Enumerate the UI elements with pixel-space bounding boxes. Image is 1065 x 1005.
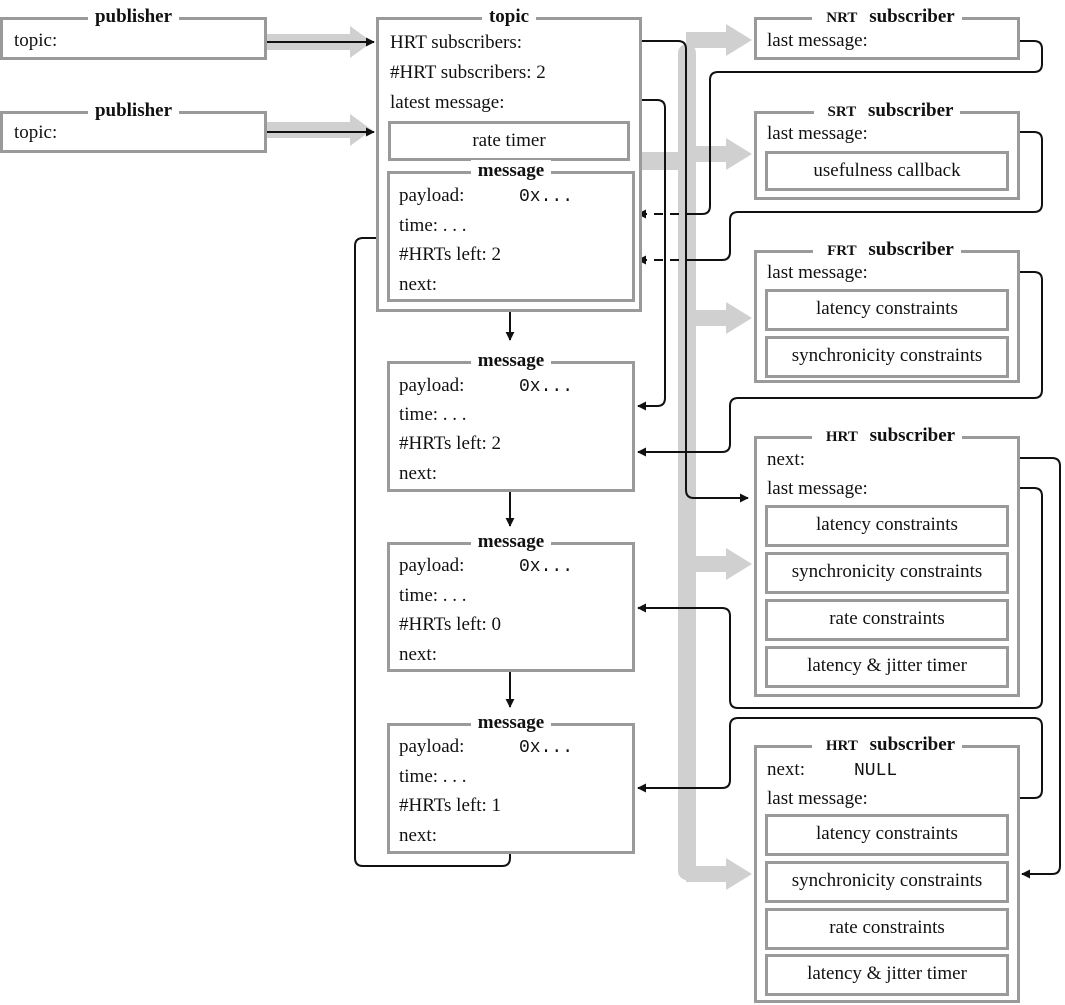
payload-label: payload: xyxy=(399,736,465,757)
payload-label: payload: xyxy=(399,185,465,206)
publisher-box: publisher topic: xyxy=(0,100,267,153)
subscriber-title: subscriber xyxy=(867,100,954,121)
message-box: message payload: 0x... time: . . . #HRTs… xyxy=(387,160,635,302)
payload-label: payload: xyxy=(399,375,465,396)
time-label: time: . . . xyxy=(399,215,467,236)
hrts-left-label: #HRTs left: 2 xyxy=(399,244,502,265)
message-title: message xyxy=(470,350,552,371)
latency-jitter-timer: latency & jitter timer xyxy=(765,646,1009,688)
last-message-label: last message: xyxy=(767,262,868,283)
hrt-subscriber-box: HRT subscriber next: NULL last message: … xyxy=(754,734,1020,1003)
next-label: next: xyxy=(399,274,437,295)
nrt-last-message-pointer xyxy=(695,40,1043,215)
synchronicity-constraints: synchronicity constraints xyxy=(765,861,1009,903)
subscriber-kind: HRT xyxy=(818,429,865,445)
srt-last-message-pointer xyxy=(695,131,1043,261)
frt-last-message-pointer xyxy=(637,271,1043,457)
usefulness-callback: usefulness callback xyxy=(765,151,1009,191)
subscriber-title: subscriber xyxy=(869,425,956,446)
latency-constraints: latency constraints xyxy=(765,289,1009,331)
rate-constraints: rate constraints xyxy=(765,908,1009,950)
hrt2-last-message-pointer xyxy=(637,717,1043,799)
next-value: NULL xyxy=(854,761,898,781)
publisher-title: publisher xyxy=(87,6,180,27)
frt-subscriber-box: FRT subscriber last message: latency con… xyxy=(754,239,1020,383)
next-label: next: xyxy=(767,759,805,780)
latency-constraints: latency constraints xyxy=(765,814,1009,856)
latency-constraints: latency constraints xyxy=(765,505,1009,547)
next-label: next: xyxy=(399,825,437,846)
nrt-subscriber-box: NRT subscriber last message: xyxy=(754,6,1020,60)
topic-field-label: topic: xyxy=(14,122,58,143)
srt-subscriber-box: SRT subscriber last message: usefulness … xyxy=(754,100,1020,200)
last-message-label: last message: xyxy=(767,30,868,51)
rate-timer: rate timer xyxy=(388,121,630,161)
time-label: time: . . . xyxy=(399,766,467,787)
payload-value: 0x... xyxy=(519,377,574,397)
publisher-title: publisher xyxy=(87,100,180,121)
subscriber-kind: FRT xyxy=(820,243,864,259)
last-message-label: last message: xyxy=(767,788,868,809)
hrts-left-label: #HRTs left: 2 xyxy=(399,433,502,454)
hrts-left-label: #HRTs left: 0 xyxy=(399,614,502,635)
hrt1-last-message-pointer xyxy=(637,487,1043,709)
next-label: next: xyxy=(767,449,805,470)
payload-value: 0x... xyxy=(519,738,574,758)
hrt-subscriber-box: HRT subscriber next: last message: laten… xyxy=(754,425,1020,697)
topic-field-label: topic: xyxy=(14,30,58,51)
message-box: message payload: 0x... time: . . . #HRTs… xyxy=(387,350,635,492)
message-title: message xyxy=(470,531,552,552)
message-box: message payload: 0x... time: . . . #HRTs… xyxy=(387,712,635,854)
subscriber-title: subscriber xyxy=(869,6,955,27)
publish-flow-arrows xyxy=(266,26,372,146)
time-label: time: . . . xyxy=(399,404,467,425)
topic-title: topic xyxy=(481,6,537,27)
next-label: next: xyxy=(399,644,437,665)
subscriber-kind: SRT xyxy=(820,104,864,120)
synchronicity-constraints: synchronicity constraints xyxy=(765,336,1009,378)
distribution-bus xyxy=(641,24,752,890)
next-label: next: xyxy=(399,463,437,484)
hrt-subscribers-pointer xyxy=(556,40,749,503)
hrt-count-label: #HRT subscribers: 2 xyxy=(390,62,546,83)
latest-message-label: latest message: xyxy=(390,92,505,113)
payload-value: 0x... xyxy=(519,187,574,207)
subscriber-kind: HRT xyxy=(818,738,865,754)
latency-jitter-timer: latency & jitter timer xyxy=(765,954,1009,996)
publisher-box: publisher topic: xyxy=(0,6,267,60)
last-message-label: last message: xyxy=(767,478,868,499)
publish-flow-arrow xyxy=(266,114,372,146)
payload-label: payload: xyxy=(399,555,465,576)
hrt1-next-pointer xyxy=(826,457,1061,879)
message-title: message xyxy=(470,712,552,733)
payload-value: 0x... xyxy=(519,557,574,577)
subscriber-kind: NRT xyxy=(819,10,865,26)
time-label: time: . . . xyxy=(399,585,467,606)
message-box: message payload: 0x... time: . . . #HRTs… xyxy=(387,531,635,672)
last-message-label: last message: xyxy=(767,123,868,144)
subscriber-title: subscriber xyxy=(869,734,956,755)
latest-message-pointer xyxy=(536,99,666,411)
rate-constraints: rate constraints xyxy=(765,599,1009,641)
hrt-subscribers-label: HRT subscribers: xyxy=(390,32,523,53)
hrts-left-label: #HRTs left: 1 xyxy=(399,795,502,816)
message-title: message xyxy=(470,160,552,181)
synchronicity-constraints: synchronicity constraints xyxy=(765,552,1009,594)
subscriber-title: subscriber xyxy=(868,239,954,260)
